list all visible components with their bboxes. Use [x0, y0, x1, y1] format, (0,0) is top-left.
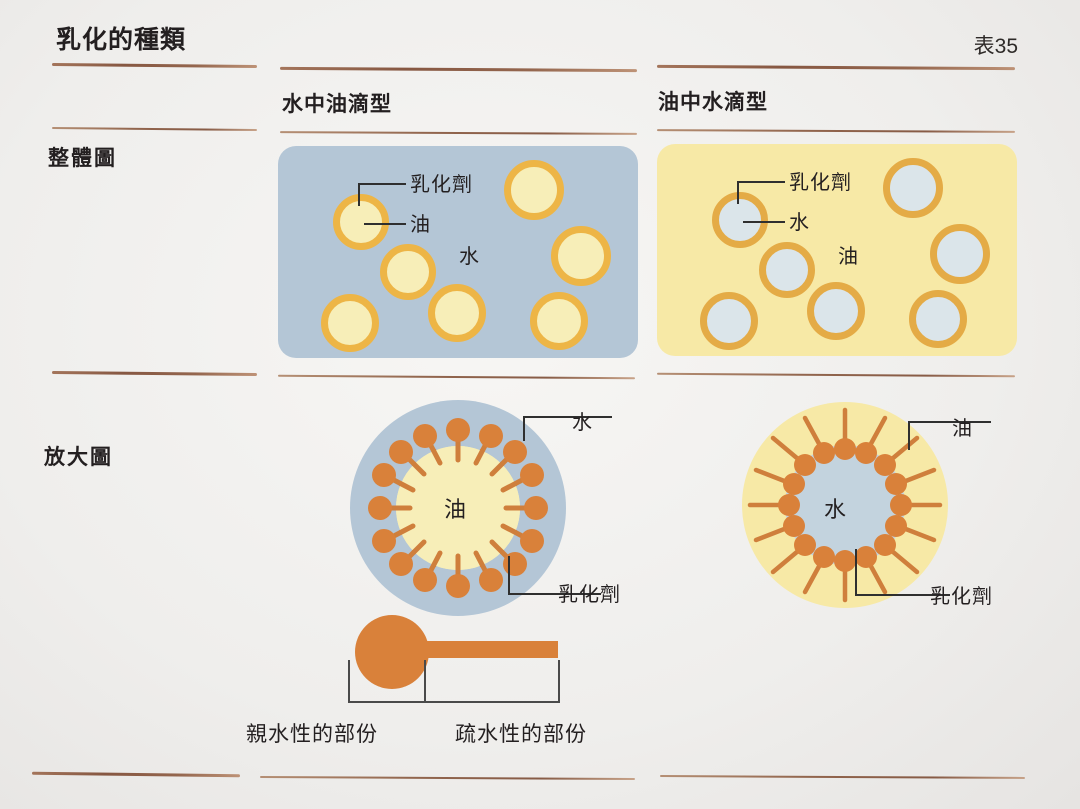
oil-droplet [428, 284, 486, 342]
oil-droplet [380, 244, 436, 300]
label-oil-right: 油 [838, 246, 859, 268]
label-magnified-water-left: 水 [572, 412, 593, 434]
overall-water-in-oil-box [657, 144, 1017, 356]
magnified-left-core-label: 油 [444, 497, 468, 522]
legend-bracket [348, 660, 560, 703]
oil-droplet [530, 292, 588, 350]
label-emulsifier-right: 乳化劑 [789, 172, 852, 194]
magnified-left-water-leader [523, 416, 612, 441]
label-emulsifier-left: 乳化劑 [410, 174, 473, 196]
magnified-left-emulsifier-leader [508, 556, 601, 595]
core-phase-water [785, 445, 905, 565]
label-water-right: 水 [789, 212, 810, 234]
table-number: 表35 [973, 35, 1018, 58]
emulsifier-heads [368, 418, 548, 598]
oil-droplet [551, 226, 611, 286]
row-label-overall: 整體圖 [48, 147, 117, 170]
legend-hydrophilic-label: 親水性的部份 [246, 723, 378, 746]
legend-molecule-head [355, 615, 429, 689]
magnified-water-in-oil-diagram [742, 402, 948, 608]
label-water-left: 水 [459, 246, 480, 268]
legend-hydrophobic-label: 疏水性的部份 [455, 723, 587, 746]
water-droplet [712, 192, 768, 248]
oil-droplet [333, 194, 389, 250]
emulsifier-heads [778, 438, 912, 572]
magnified-right-core-label: 水 [824, 497, 848, 522]
label-magnified-emulsifier-right: 乳化劑 [930, 586, 993, 608]
oil-droplet [504, 160, 564, 220]
overall-right-leader-lines [737, 181, 785, 223]
legend-bracket-divider [424, 660, 426, 703]
legend-molecule-tail [420, 641, 558, 658]
overall-left-leader-lines [358, 183, 406, 225]
water-droplet [930, 224, 990, 284]
column-header-oil-in-water: 水中油滴型 [282, 93, 392, 116]
water-droplet [700, 292, 758, 350]
water-droplet [807, 282, 865, 340]
water-droplet [759, 242, 815, 298]
label-magnified-emulsifier-left: 乳化劑 [558, 584, 621, 606]
row-label-magnified: 放大圖 [44, 446, 113, 469]
column-header-water-in-oil: 油中水滴型 [658, 91, 768, 114]
magnified-oil-in-water-diagram [350, 400, 566, 616]
magnified-right-emulsifier-leader [855, 549, 950, 596]
overall-oil-in-water-box [278, 146, 638, 358]
magnified-right-oil-leader [908, 421, 991, 450]
label-oil-left: 油 [410, 214, 431, 236]
water-droplet [909, 290, 967, 348]
label-magnified-oil-right: 油 [952, 418, 973, 440]
page-title: 乳化的種類 [56, 26, 187, 54]
oil-droplet [321, 294, 379, 352]
water-droplet [883, 158, 943, 218]
